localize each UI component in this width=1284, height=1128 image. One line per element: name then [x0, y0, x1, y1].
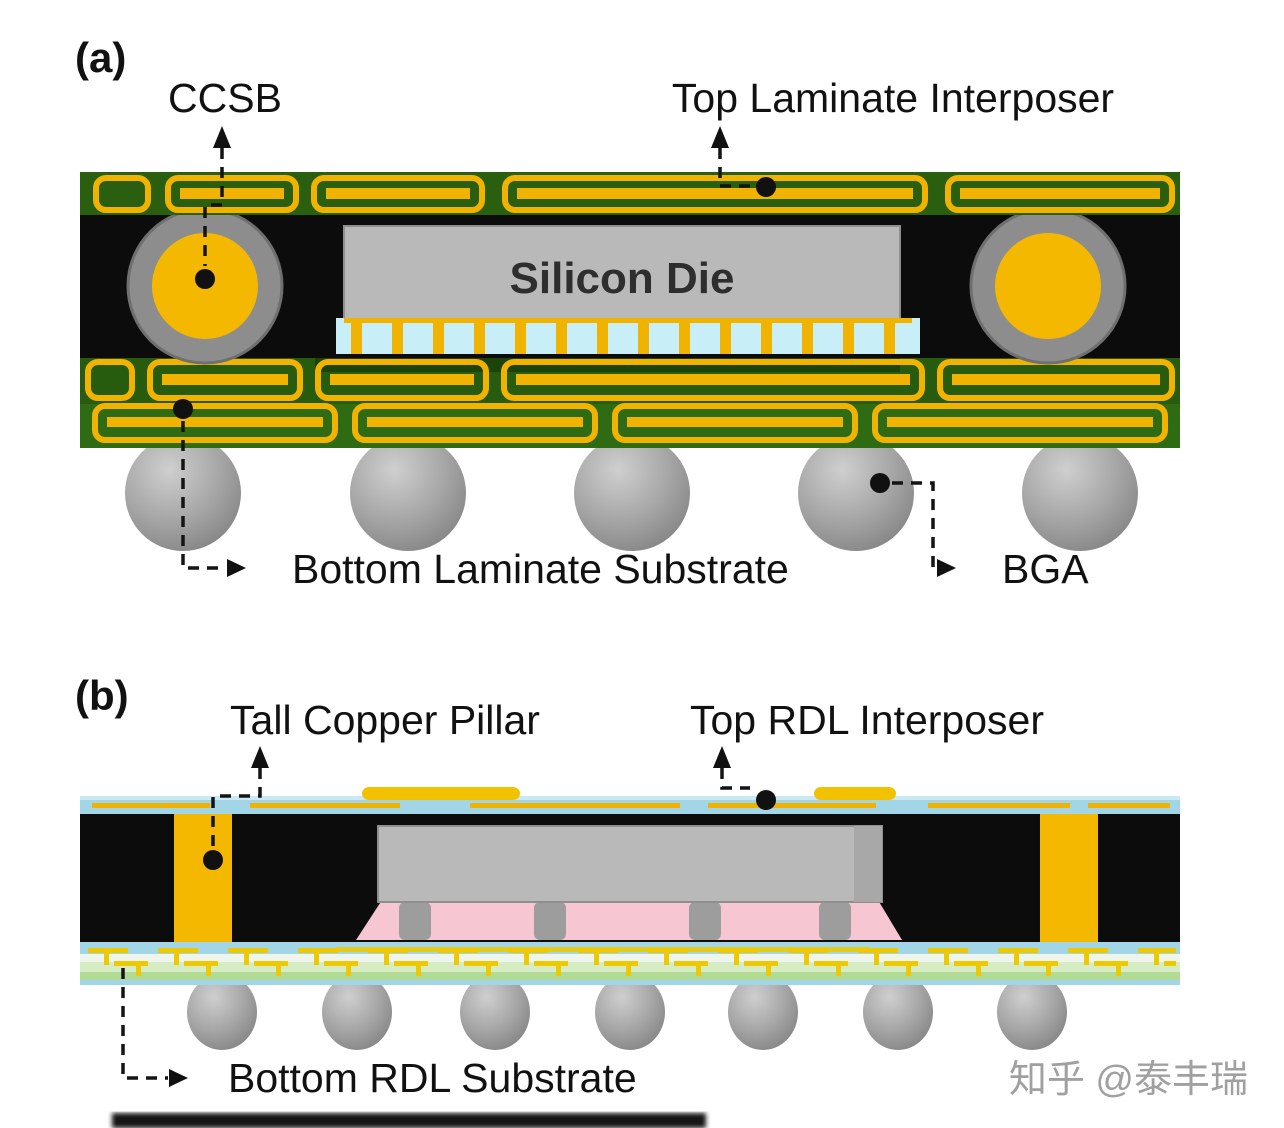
top-interposer-anchor-dot: [756, 177, 776, 197]
top-rdl-interposer: [80, 787, 1180, 814]
silicon-die: Silicon Die: [343, 225, 901, 325]
annotation-bottom-rdl-substrate: Bottom RDL Substrate: [121, 968, 637, 1101]
silicon-die-label: Silicon Die: [510, 254, 735, 303]
annotation-tall-copper-pillar: Tall Copper Pillar: [203, 697, 540, 870]
tall-copper-pillar-label: Tall Copper Pillar: [230, 697, 540, 743]
bga-ball: [187, 974, 257, 1050]
package-b: [80, 787, 1180, 1050]
annotation-top-interposer: Top Laminate Interposer: [672, 75, 1114, 197]
arrowhead-up-icon: [251, 746, 269, 768]
panel-a-tag: (a): [75, 34, 126, 81]
top-rdl-leader-line: [720, 768, 750, 790]
bga-label: BGA: [1002, 546, 1089, 592]
bottom-laminate-substrate: [80, 358, 1180, 448]
bga-ball: [798, 435, 914, 551]
bga-ball: [1022, 435, 1138, 551]
cropped-text-artifact: [112, 1113, 706, 1128]
panel-a: (a): [75, 34, 1180, 592]
bga-ball-row: [125, 435, 1138, 551]
top-interposer-label: Top Laminate Interposer: [672, 75, 1114, 121]
bga-ball: [574, 435, 690, 551]
ccsb-label: CCSB: [168, 75, 282, 121]
arrowhead-up-icon: [713, 746, 731, 768]
bga-ball: [460, 974, 530, 1050]
die-bump: [399, 902, 431, 940]
annotation-top-rdl-interposer: Top RDL Interposer: [690, 697, 1044, 810]
bga-anchor-dot: [870, 473, 890, 493]
bga-leader-line: [892, 481, 936, 570]
tall-copper-pillar-anchor-dot: [203, 850, 223, 870]
bottom-rdl-substrate: [80, 942, 1180, 985]
underfill-fillet: [356, 900, 902, 940]
annotation-bottom-substrate: Bottom Laminate Substrate: [173, 399, 789, 592]
top-rdl-interposer-label: Top RDL Interposer: [690, 697, 1044, 743]
top-laminate-interposer: [80, 172, 1180, 215]
arrowhead-right-icon: [937, 559, 956, 577]
annotation-ccsb: CCSB: [168, 75, 282, 289]
bottom-rdl-substrate-label: Bottom RDL Substrate: [228, 1055, 637, 1101]
arrowhead-right-icon: [169, 1069, 188, 1087]
die-copper-bumps: [399, 902, 851, 940]
panel-b-tag: (b): [75, 672, 129, 719]
ccsb-anchor-dot: [195, 269, 215, 289]
bga-ball: [322, 974, 392, 1050]
silicon-die-b: [377, 825, 883, 903]
arrowhead-up-icon: [213, 126, 231, 148]
watermark: 知乎 @泰丰瑞: [1009, 1059, 1248, 1101]
die-bump: [534, 902, 566, 940]
die-bump: [689, 902, 721, 940]
bga-ball-row-b: [187, 974, 1067, 1050]
tall-copper-pillar-right: [1040, 806, 1098, 942]
ccsb-ball-right: [969, 207, 1127, 365]
annotation-bga: BGA: [870, 473, 1089, 592]
arrowhead-right-icon: [227, 559, 246, 577]
panel-b: (b): [75, 672, 1180, 1101]
bottom-substrate-anchor-dot: [173, 399, 193, 419]
bottom-rdl-leader-line: [121, 968, 168, 1080]
arrowhead-up-icon: [711, 126, 729, 148]
bga-ball: [997, 974, 1067, 1050]
tall-copper-pillar-left: [174, 806, 232, 942]
bottom-substrate-label: Bottom Laminate Substrate: [292, 546, 789, 592]
die-microbump-layer: [336, 318, 920, 354]
rdl-pad: [362, 787, 520, 800]
top-rdl-anchor-dot: [756, 790, 776, 810]
bga-ball: [125, 435, 241, 551]
die-bump: [819, 902, 851, 940]
bga-ball: [595, 974, 665, 1050]
rdl-pad: [814, 787, 896, 800]
top-interposer-leader-line: [718, 148, 750, 188]
ccsb-leader-line: [203, 148, 224, 266]
tall-copper-pillar-leader-line: [211, 768, 262, 846]
bga-ball: [350, 435, 466, 551]
bga-ball: [728, 974, 798, 1050]
package-a: Silicon Die: [80, 172, 1180, 551]
bga-ball: [863, 974, 933, 1050]
bottom-substrate-leader-line: [181, 421, 226, 570]
